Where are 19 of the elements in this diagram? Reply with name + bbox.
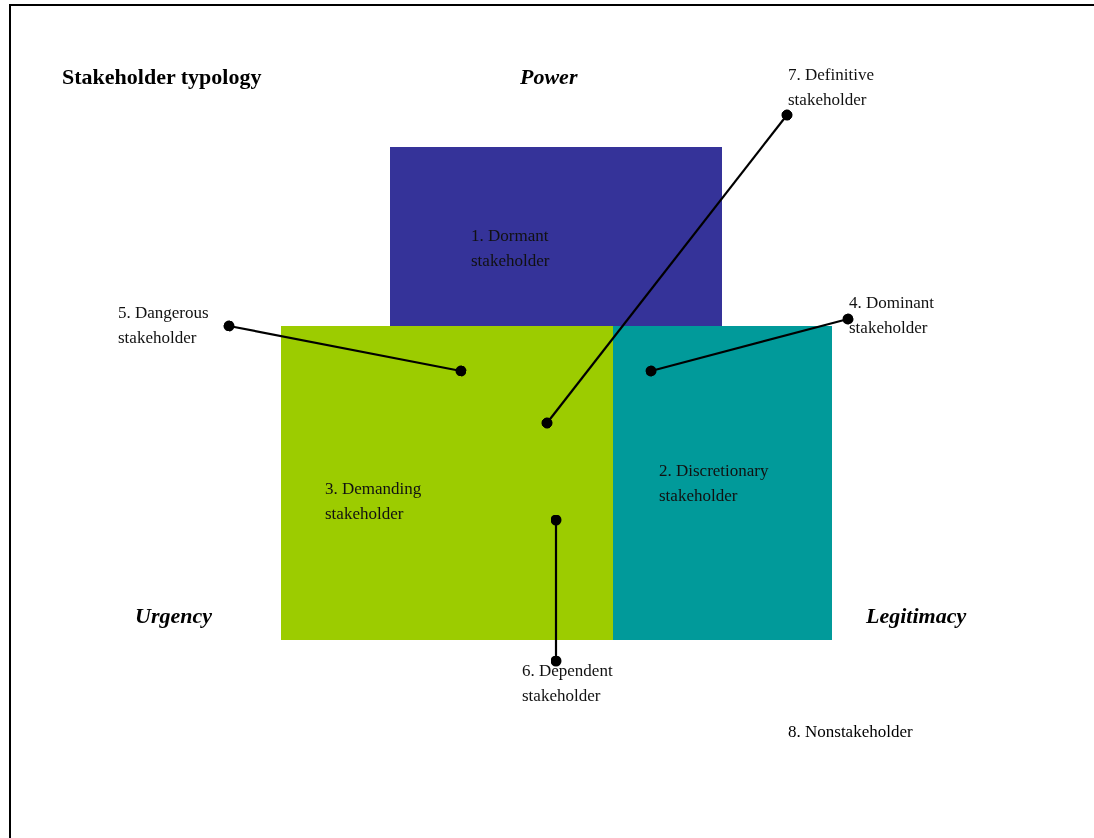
set-region xyxy=(613,326,832,640)
callout-label: 6. Dependent stakeholder xyxy=(522,660,614,707)
callout-label: 7. Definitive stakeholder xyxy=(788,64,875,111)
attribute-label: Urgency xyxy=(135,603,212,629)
leader-line xyxy=(645,313,854,377)
region-label: 1. Dormant stakeholder xyxy=(471,225,551,272)
set-region xyxy=(390,147,722,326)
leader-line xyxy=(541,109,793,429)
attribute-label: Legitimacy xyxy=(866,603,967,629)
leader-line xyxy=(223,320,467,377)
set-region xyxy=(281,326,613,640)
diagram-title: Stakeholder typology xyxy=(62,64,262,90)
region-label: 3. Demanding stakeholder xyxy=(325,478,423,525)
leader-line xyxy=(550,514,562,667)
callout-label: 4. Dominant stakeholder xyxy=(849,292,935,339)
attribute-label: Power xyxy=(520,64,578,90)
region-label: 2. Discretionary stakeholder xyxy=(659,460,770,507)
outside-label: 8. Nonstakeholder xyxy=(788,722,913,742)
callout-label: 5. Dangerous stakeholder xyxy=(118,302,210,349)
